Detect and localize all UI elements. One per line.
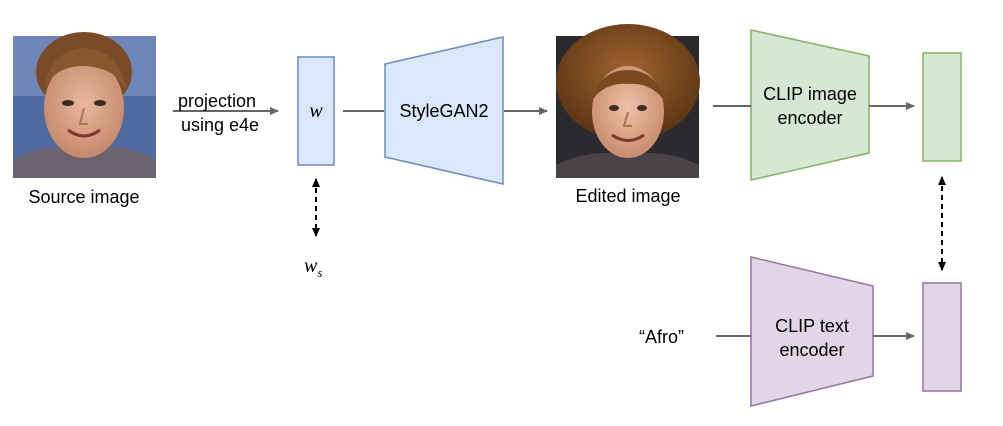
latent-w-box bbox=[297, 56, 335, 166]
stylegan2-label: StyleGAN2 bbox=[399, 101, 489, 121]
latent-w-label: w bbox=[309, 100, 323, 122]
clip-text-encoder-label: CLIP text encoder bbox=[775, 316, 849, 360]
edited-image-label: Edited image bbox=[575, 186, 681, 206]
text-embedding-box bbox=[922, 282, 962, 392]
latent-ws-label: ws bbox=[304, 255, 323, 280]
projection-label-line1: projection bbox=[178, 91, 257, 111]
text-prompt-afro: “Afro” bbox=[639, 327, 684, 347]
image-embedding-box bbox=[922, 52, 962, 162]
stylegan2-block bbox=[384, 36, 504, 185]
clip-image-encoder-block bbox=[750, 29, 870, 181]
edited-afro-face-image bbox=[556, 24, 700, 178]
source-image-label: Source image bbox=[28, 187, 140, 207]
clip-image-encoder-label: CLIP image encoder bbox=[763, 84, 857, 128]
clip-text-encoder-block bbox=[750, 256, 874, 407]
projection-label-line2: using e4e bbox=[181, 115, 260, 135]
source-face-image bbox=[13, 32, 156, 178]
